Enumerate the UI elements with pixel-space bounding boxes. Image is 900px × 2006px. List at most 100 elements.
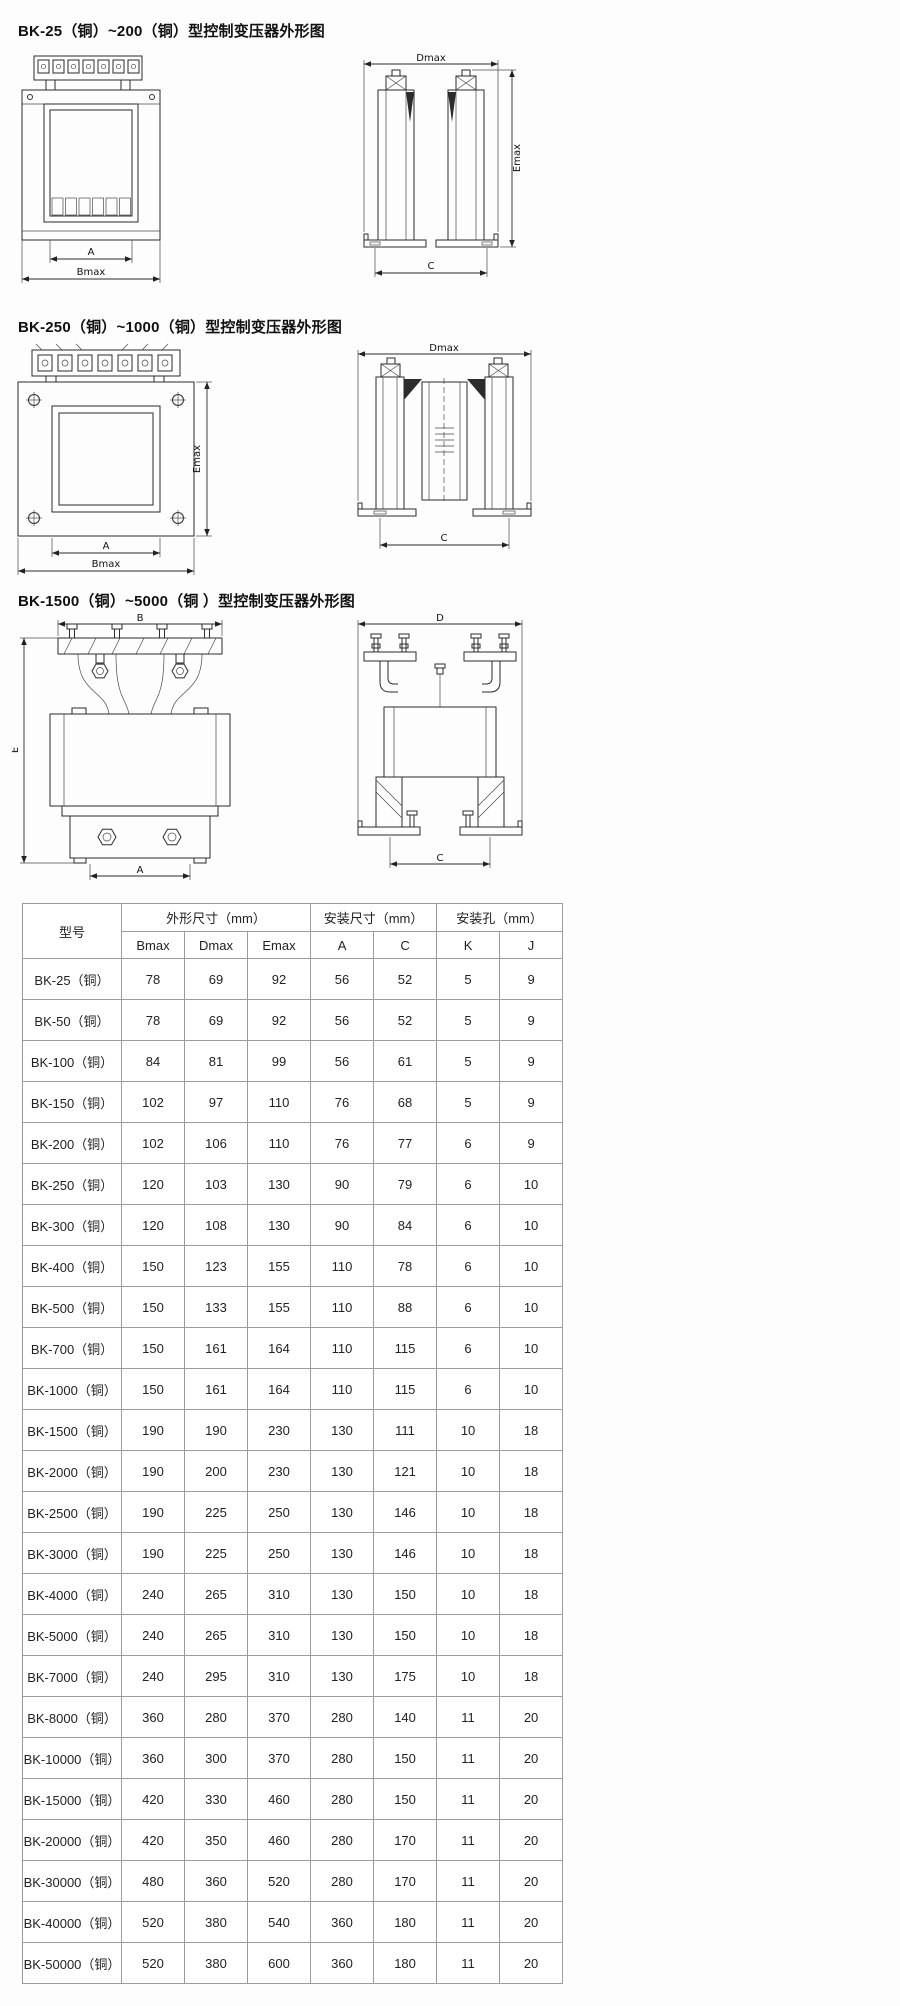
spec-value-cell: 52: [373, 999, 438, 1041]
spec-value-cell: 9: [499, 958, 564, 1000]
spec-value-cell: 520: [246, 1860, 312, 1902]
spec-value-cell: 102: [121, 1081, 185, 1123]
col-header-c: C: [373, 931, 438, 959]
spec-value-cell: 11: [436, 1696, 501, 1738]
dim-label-e: E: [12, 747, 21, 753]
spec-value-cell: 161: [184, 1368, 248, 1410]
spec-value-cell: 164: [246, 1368, 312, 1410]
spec-value-cell: 10: [499, 1368, 564, 1410]
spec-value-cell: 10: [499, 1245, 564, 1287]
model-cell: BK-500（铜）: [22, 1286, 122, 1328]
spec-value-cell: 330: [184, 1778, 248, 1820]
spec-value-cell: 99: [246, 1040, 312, 1082]
spec-value-cell: 9: [499, 1081, 564, 1123]
spec-value-cell: 133: [184, 1286, 248, 1328]
spec-value-cell: 110: [310, 1245, 375, 1287]
spec-value-cell: 90: [310, 1163, 375, 1205]
model-cell: BK-20000（铜）: [22, 1819, 122, 1861]
spec-value-cell: 190: [184, 1409, 248, 1451]
spec-value-cell: 79: [373, 1163, 438, 1205]
spec-value-cell: 190: [121, 1532, 185, 1574]
model-cell: BK-7000（铜）: [22, 1655, 122, 1697]
spec-value-cell: 180: [373, 1942, 438, 1984]
dim-label-bmax: Bmax: [92, 559, 121, 570]
spec-value-cell: 360: [121, 1696, 185, 1738]
spec-value-cell: 81: [184, 1040, 248, 1082]
col-header-emax: Emax: [246, 931, 312, 959]
spec-value-cell: 92: [246, 999, 312, 1041]
model-cell: BK-200（铜）: [22, 1122, 122, 1164]
col-header-model: 型号: [22, 903, 122, 959]
model-cell: BK-150（铜）: [22, 1081, 122, 1123]
model-cell: BK-50（铜）: [22, 999, 122, 1041]
spec-value-cell: 280: [310, 1737, 375, 1779]
spec-value-cell: 18: [499, 1409, 564, 1451]
spec-value-cell: 78: [373, 1245, 438, 1287]
spec-value-cell: 310: [246, 1614, 312, 1656]
spec-value-cell: 56: [310, 958, 375, 1000]
spec-value-cell: 92: [246, 958, 312, 1000]
spec-value-cell: 360: [121, 1737, 185, 1779]
spec-value-cell: 175: [373, 1655, 438, 1697]
spec-value-cell: 11: [436, 1737, 501, 1779]
spec-value-cell: 69: [184, 999, 248, 1041]
bk1500-5000-side-view-diagram: D C: [357, 613, 523, 868]
spec-value-cell: 6: [436, 1286, 501, 1328]
spec-value-cell: 18: [499, 1655, 564, 1697]
spec-value-cell: 146: [373, 1491, 438, 1533]
spec-value-cell: 520: [121, 1942, 185, 1984]
model-cell: BK-300（铜）: [22, 1204, 122, 1246]
bk250-1000-front-view-diagram: Emax A Bmax: [17, 343, 212, 575]
spec-value-cell: 20: [499, 1778, 564, 1820]
spec-value-cell: 150: [121, 1327, 185, 1369]
spec-value-cell: 250: [246, 1491, 312, 1533]
spec-value-cell: 140: [373, 1696, 438, 1738]
model-cell: BK-10000（铜）: [22, 1737, 122, 1779]
spec-value-cell: 88: [373, 1286, 438, 1328]
spec-value-cell: 265: [184, 1573, 248, 1615]
spec-value-cell: 68: [373, 1081, 438, 1123]
spec-value-cell: 6: [436, 1368, 501, 1410]
model-cell: BK-40000（铜）: [22, 1901, 122, 1943]
spec-value-cell: 460: [246, 1778, 312, 1820]
spec-value-cell: 77: [373, 1122, 438, 1164]
spec-value-cell: 9: [499, 1040, 564, 1082]
model-cell: BK-1000（铜）: [22, 1368, 122, 1410]
spec-value-cell: 111: [373, 1409, 438, 1451]
spec-value-cell: 265: [184, 1614, 248, 1656]
spec-value-cell: 520: [121, 1901, 185, 1943]
spec-value-cell: 20: [499, 1901, 564, 1943]
spec-value-cell: 360: [184, 1860, 248, 1902]
dim-label-a: A: [88, 247, 95, 258]
dim-label-emax: Emax: [512, 144, 523, 172]
spec-value-cell: 10: [436, 1655, 501, 1697]
col-header-a: A: [310, 931, 375, 959]
spec-value-cell: 11: [436, 1901, 501, 1943]
spec-value-cell: 5: [436, 1081, 501, 1123]
spec-value-cell: 6: [436, 1245, 501, 1287]
spec-value-cell: 6: [436, 1204, 501, 1246]
spec-value-cell: 110: [246, 1081, 312, 1123]
col-header-k: K: [436, 931, 501, 959]
spec-value-cell: 5: [436, 958, 501, 1000]
spec-value-cell: 280: [310, 1696, 375, 1738]
model-cell: BK-100（铜）: [22, 1040, 122, 1082]
dim-label-emax: Emax: [192, 445, 203, 473]
spec-value-cell: 130: [310, 1614, 375, 1656]
spec-value-cell: 108: [184, 1204, 248, 1246]
spec-value-cell: 115: [373, 1368, 438, 1410]
spec-value-cell: 150: [121, 1245, 185, 1287]
spec-value-cell: 10: [436, 1573, 501, 1615]
spec-value-cell: 150: [373, 1573, 438, 1615]
spec-value-cell: 164: [246, 1327, 312, 1369]
